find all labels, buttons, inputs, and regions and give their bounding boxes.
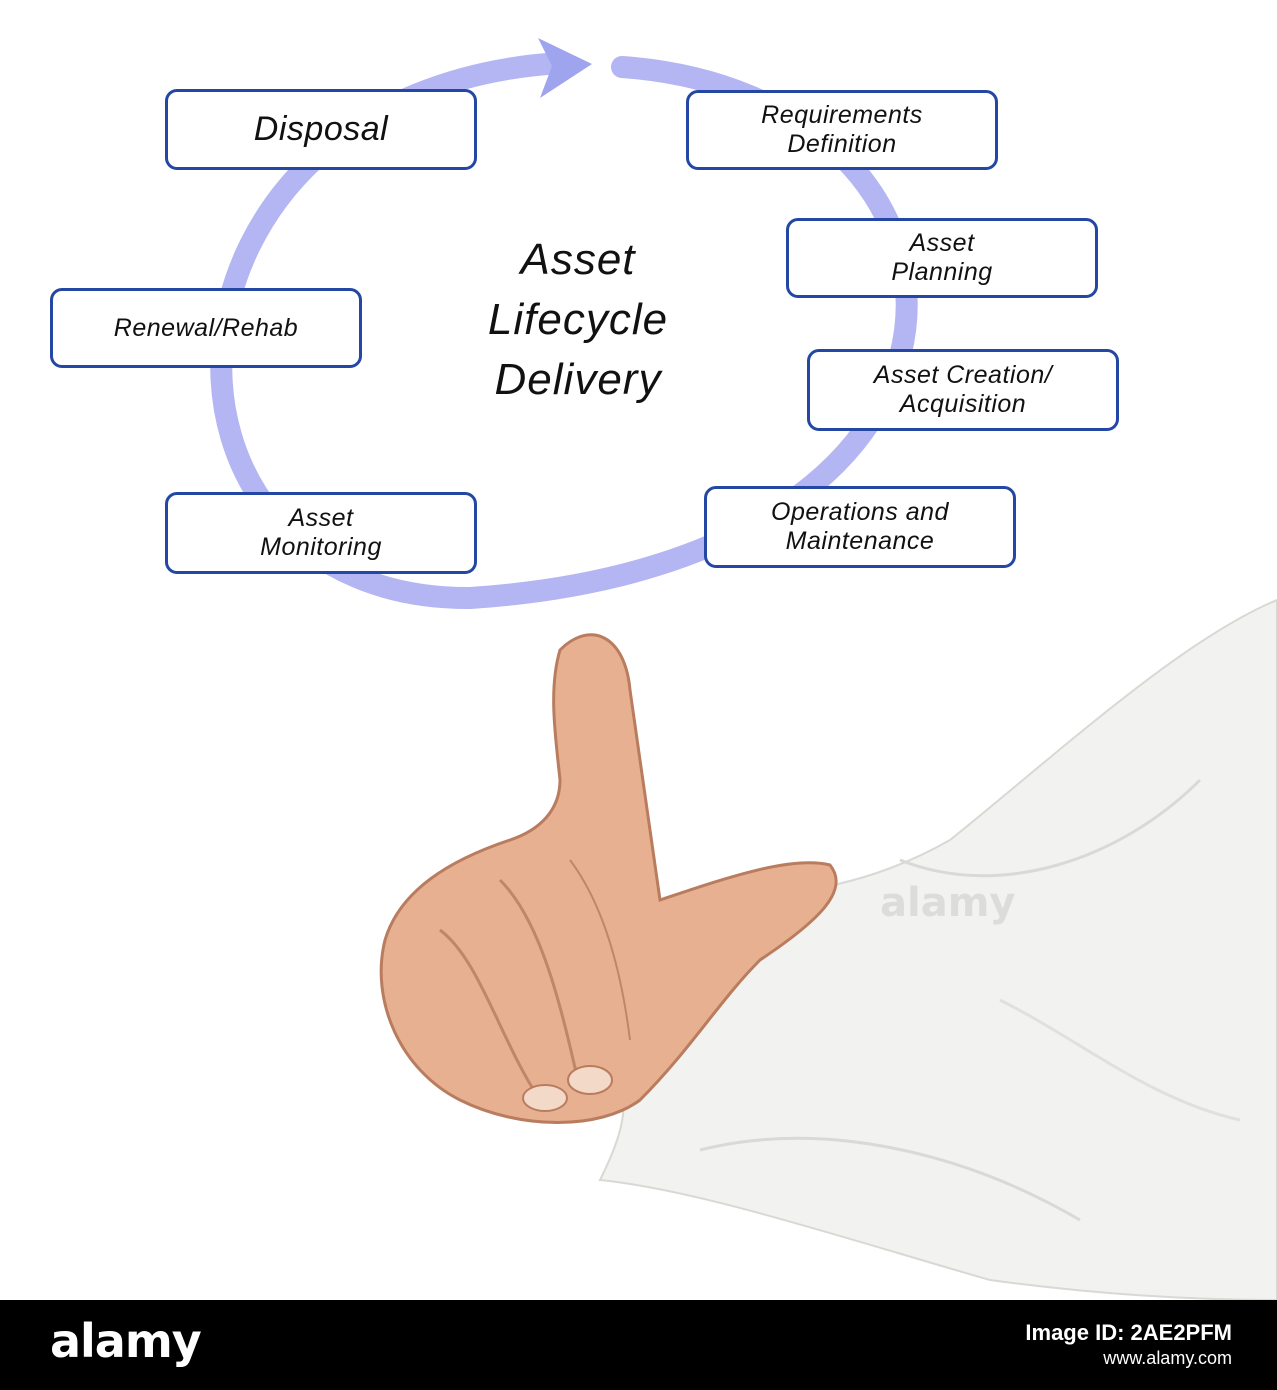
lifecycle-diagram: Asset Lifecycle Delivery Requirements De… (50, 38, 1277, 1300)
stage-renewal-rehab: Renewal/Rehab (50, 288, 362, 368)
footer-bar: alamy Image ID: 2AE2PFM www.alamy.com (0, 1300, 1277, 1390)
cycle-arrowhead (538, 38, 592, 98)
cycle-arrow (210, 52, 918, 610)
stage-operations-maintenance: Operations and Maintenance (704, 486, 1016, 568)
stage-requirements-definition: Requirements Definition (686, 90, 998, 170)
stage-asset-creation-acquisition: Asset Creation/ Acquisition (807, 349, 1119, 431)
stage-asset-planning: Asset Planning (786, 218, 1098, 298)
image-id-label: Image ID: 2AE2PFM (1025, 1320, 1232, 1345)
site-url: www.alamy.com (1103, 1348, 1232, 1368)
diagram-title: Asset Lifecycle Delivery (487, 235, 669, 404)
pointing-hand-illustration (379, 598, 1277, 1300)
stage-disposal: Disposal (165, 89, 477, 170)
watermark: alamy (880, 880, 1016, 926)
illustration-layer (210, 38, 1277, 1300)
stage-asset-monitoring: Asset Monitoring (165, 492, 477, 574)
hand (379, 633, 838, 1124)
alamy-logo: alamy (50, 1314, 202, 1368)
